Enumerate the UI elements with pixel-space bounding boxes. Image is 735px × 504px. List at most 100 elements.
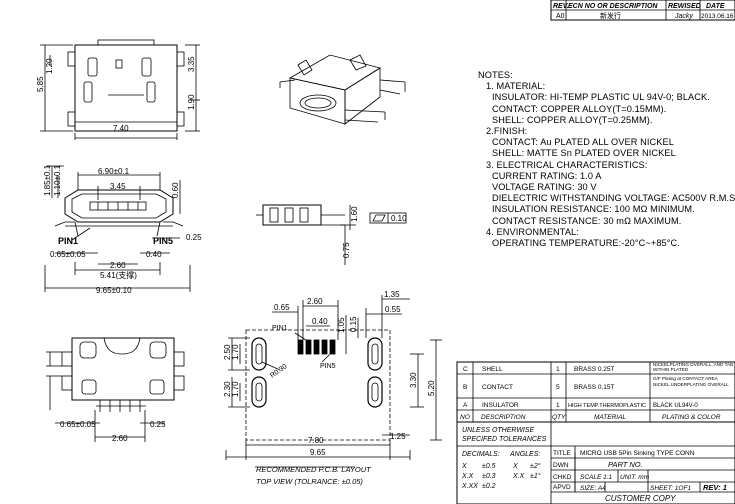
note-voltage: VOLTAGE RATING: 30 V [492,182,597,193]
size-label: SIZE: A4 [580,485,606,492]
title-value: MICRO USB 5Pin Sinking TYPE CONN [580,450,695,457]
label-front-pin5: PIN5 [153,236,173,246]
tol-r3a: X.XX [461,483,478,490]
dim-front-110: 1.10±0.1 [53,164,62,196]
dim-front-345: 3.45 [110,182,126,191]
dim-pcb-055: 0.55 [385,305,401,314]
label-front-pin1: PIN1 [58,236,78,246]
bom-c-qty: 1 [556,366,560,373]
note-operating-temp: OPERATING TEMPERATURE:-20°C~+85°C. [492,238,680,249]
bom-header-qty: QTY [552,414,566,421]
note-insulation: INSULATION RESISTANCE: 100 MΩ MINIMUM. [492,204,695,215]
bom-b-desc: CONTACT [482,384,513,391]
bom-b-finish-wrap: G/F Plating at CONTACT AREA NICKEL UNDER… [653,376,729,387]
tol-r1a: X [461,463,467,470]
rev-row-desc: 新发行 [600,11,621,20]
dim-pcb-330: 3.30 [409,372,418,388]
bom-b-qty: 5 [556,384,560,391]
dim-pcb-260: 2.60 [307,297,323,306]
revision-labels: REV. ECN NO OR DESCRIPTION REWISED DATE … [553,3,734,20]
dim-pcb-780: 7.80 [308,436,324,445]
bom-header-finish: PLATING & COLOR [662,414,721,421]
bom-a-qty: 1 [556,402,560,409]
dim-bot-025: 0.25 [150,420,166,429]
dim-front-065: 0.65±0.05 [50,250,86,259]
pcb-caption-1: RECOMMENDED P.C.B. LAYOUT [256,465,372,474]
title-block-labels: UNLESS OTHERWISE SPECIFED TOLERANCES DEC… [461,427,727,503]
note-current: CURRENT RATING: 1.0 A [492,170,602,181]
bom-b-material: BRASS 0.15T [574,384,614,391]
bom-header-desc: DESCRIPTION [481,414,526,421]
dim-top-h4: 1.90 [187,94,196,110]
tol-heading-2: SPECIFED TOLERANCES [462,436,547,443]
chkd-label: CHKD [553,474,572,481]
top-view [40,39,200,140]
dim-front-965: 9.65±0.10 [96,286,132,295]
front-view [44,165,191,292]
note-contact: CONTACT: COPPER ALLOY(T=0.15MM). [492,103,667,114]
bom-a-desc: INSULATOR [482,402,519,409]
bom-b-no: B [463,384,467,391]
dim-bot-065: 0.65±0.05 [60,420,96,429]
rev-header-rev: REV. [553,3,569,10]
title-block [456,421,735,504]
dim-front-185: 1.85±0.1 [43,164,52,196]
bom-c-desc: SHELL [482,366,503,373]
pcb-caption-2: TOP VIEW (TOLRANCE: ±0.05) [256,477,363,486]
tol-decimals: DECIMALS: [462,451,500,458]
unit-label: UNIT: mm [620,474,650,481]
bom-c-material: BRASS 0.25T [574,366,614,373]
dim-pcb-230: 2.30 [223,381,232,397]
note-material-heading: 1. MATERIAL: [486,81,546,92]
part-no-label: PART NO. [608,460,643,469]
revision-table [550,0,735,21]
label-pcb-pin5: PIN5 [320,363,336,370]
pcb-dims: 0.65 2.60 1.35 0.55 0.40 1.05 0.15 PIN1 … [223,290,436,486]
note-shell-finish: SHELL: MATTE Sn PLATED OVER NICKEL [492,148,676,159]
tol-r1d: ±2° [530,462,541,470]
rev-header-revised: REWISED [668,3,701,10]
notes-block: NOTES: 1. MATERIAL: INSULATOR: HI-TEMP P… [478,70,735,249]
dim-front-690: 6.90±0.1 [98,167,130,176]
tol-heading-1: UNLESS OTHERWISE [462,427,535,434]
dim-pcb-520: 5.20 [427,380,436,396]
dim-pcb-r030: R0.30 [269,363,288,380]
bottom-view-dims: 0.65±0.05 0.25 2.60 [60,420,166,443]
bom-c-no: C [463,366,468,373]
rev-header-date: DATE [706,3,725,10]
dwn-label: DWN [553,462,569,469]
bom-labels: C SHELL 1 BRASS 0.25T NICKELPLATING OVER… [460,362,733,421]
tol-angles: ANGLES: [509,451,540,458]
notes-title: NOTES: [478,70,513,80]
tol-r2d: ±1° [530,472,541,480]
note-finish-heading: 2.FINISH: [486,126,528,137]
rev-row-rev: A0 [556,13,565,20]
rev-row-revised: Jacky [674,13,693,20]
dim-front-060: 0.60 [171,182,180,198]
scale-label: SCALE 1:1 [580,474,613,481]
bom-header-material: MATERIAL [594,414,626,421]
tol-r2c: X.X [512,473,525,480]
tol-r1c: X [512,463,518,470]
apvd-label: APVD [553,484,571,491]
note-dielectric: DIELECTRIC WITHSTANDING VOLTAGE: AC500V … [492,193,735,204]
note-environmental-heading: 4. ENVIRONMENTAL: [486,226,579,237]
dim-side-160: 1.60 [350,206,359,222]
side-view [256,204,407,265]
bom-header-no: NO [460,414,470,421]
dim-bot-260: 2.60 [112,434,128,443]
dim-flatness: 0.10 [391,214,407,223]
bottom-view [46,337,185,442]
dim-front-040: 0.40 [146,250,162,259]
bom-a-finish: BLACK UL94V-0 [653,403,698,409]
dim-front-260: 2.60 [110,261,126,270]
dim-pcb-170b: 1.70 [231,381,240,397]
note-shell: SHELL: COPPER ALLOY(T=0.25MM). [492,114,653,125]
dim-top-h2: 1.20 [45,58,54,74]
note-electrical-heading: 3. ELECTRICAL CHARACTERISTICS: [486,159,648,170]
dim-top-h3: 3.35 [187,56,196,72]
bom-a-material: HIGH TEMP.THERMOPLASTIC [568,403,646,409]
dim-top-width: 7.40 [113,124,129,133]
dim-front-025: 0.25 [186,233,202,242]
dim-front-541: 5.41(支撑) [100,270,137,280]
